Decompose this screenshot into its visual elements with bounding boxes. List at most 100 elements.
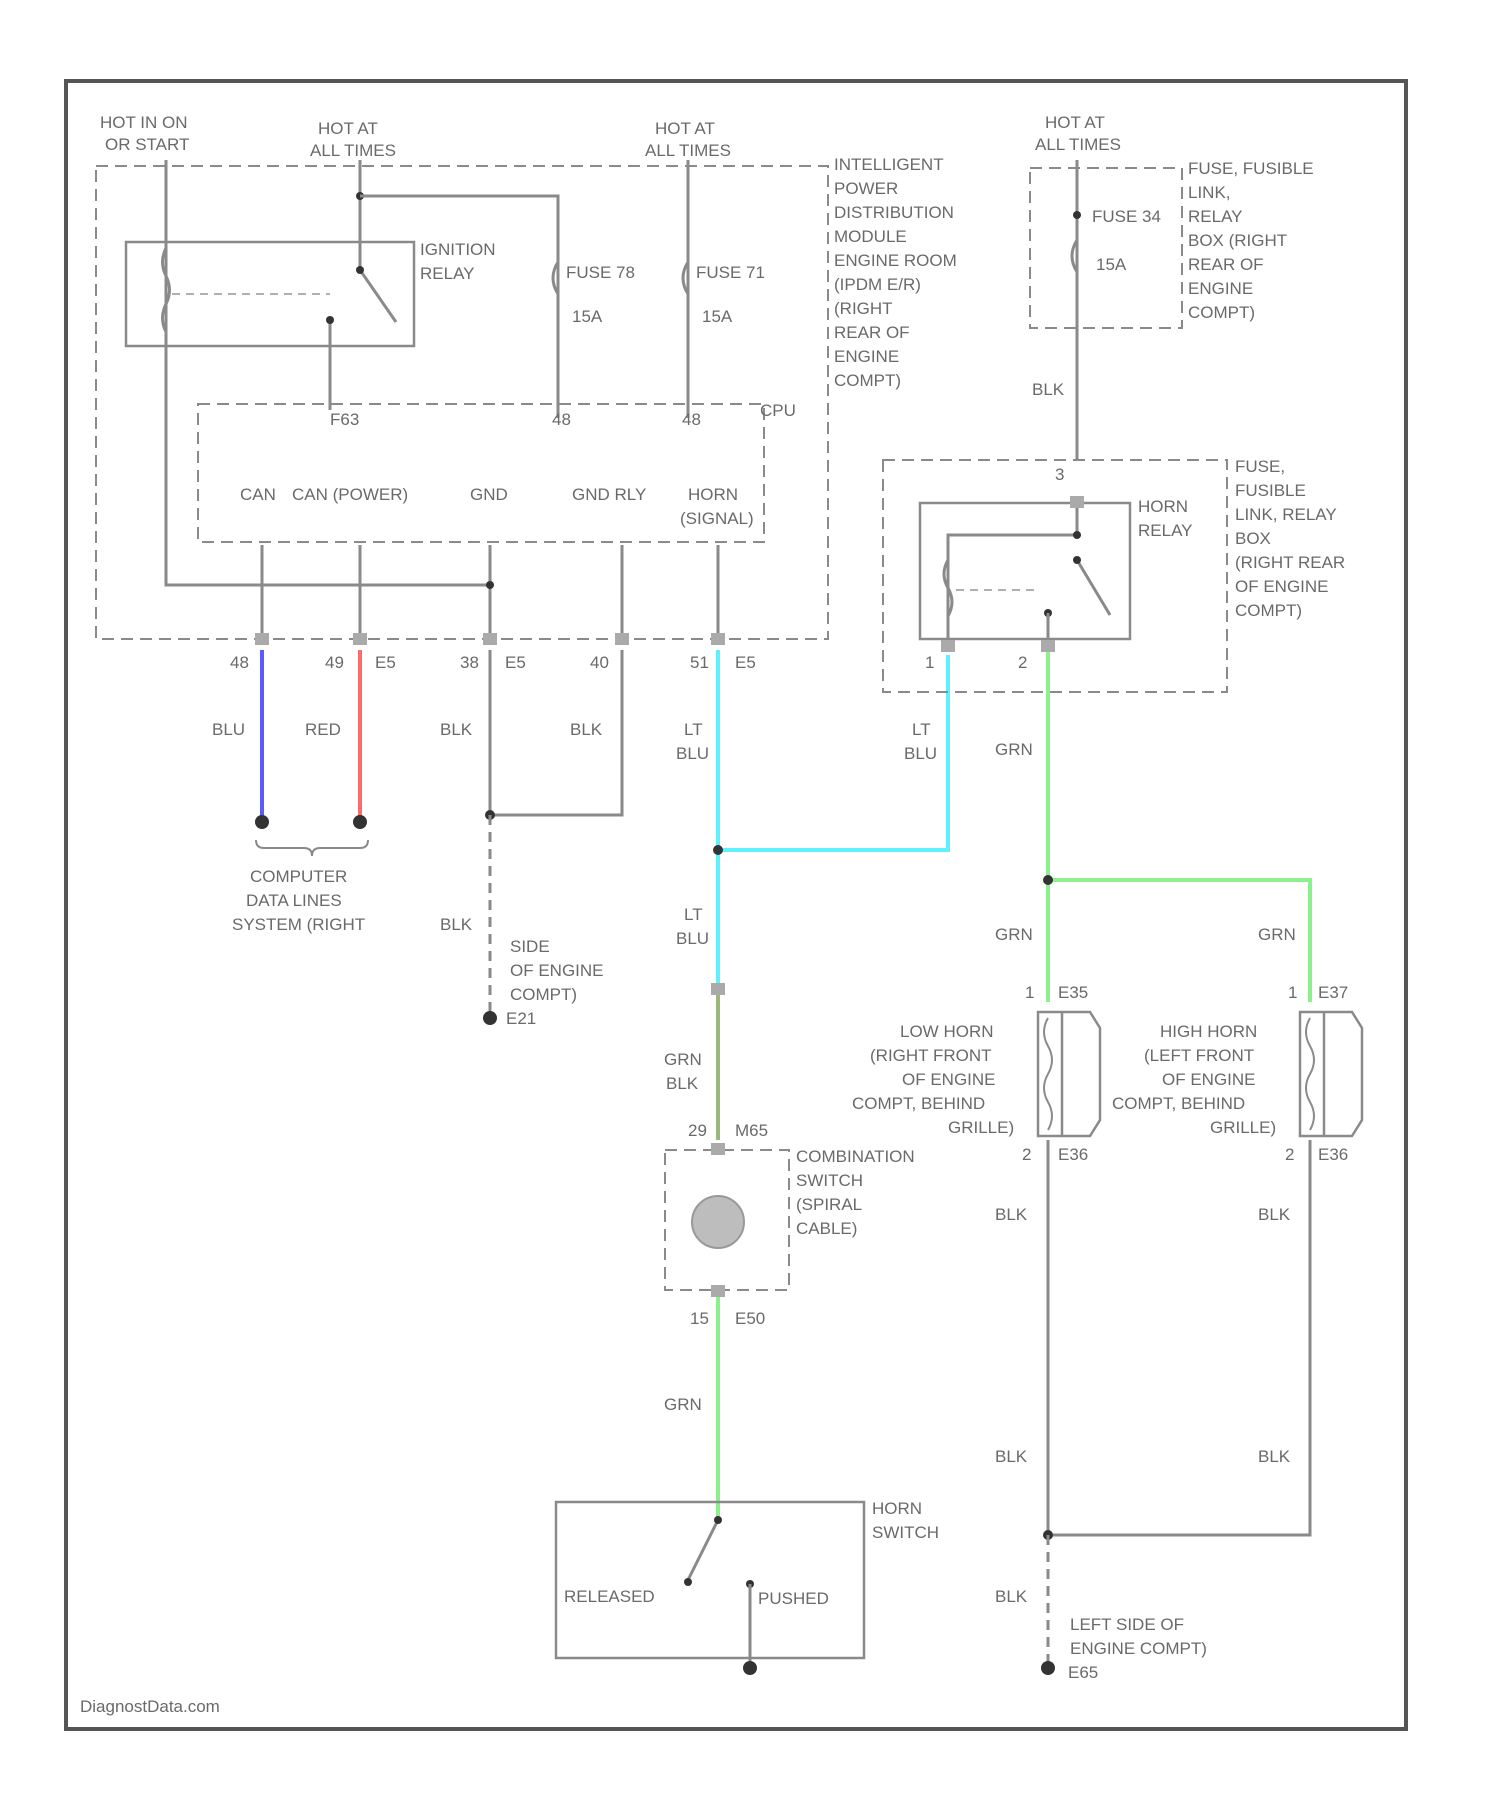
- low-horn-coil-icon: [1044, 1018, 1052, 1130]
- pin-can-power: 49: [325, 653, 344, 672]
- pin-label: 1: [1288, 983, 1297, 1002]
- fuse-box-label: FUSE, FUSIBLE LINK, RELAY BOX (RIGHT REA…: [1188, 159, 1314, 322]
- relay-contact-point: [326, 316, 334, 324]
- svg-text:REAR OF: REAR OF: [1188, 255, 1264, 274]
- ground-e65-label-2: ENGINE COMPT): [1070, 1639, 1207, 1658]
- svg-text:POWER: POWER: [834, 179, 898, 198]
- svg-text:(LEFT FRONT: (LEFT FRONT: [1144, 1046, 1254, 1065]
- wire-label-blk: BLK: [995, 1587, 1028, 1606]
- svg-text:OF ENGINE: OF ENGINE: [1235, 577, 1329, 596]
- computer-data-lines-3: SYSTEM (RIGHT: [232, 915, 365, 934]
- conn-c3: E5: [735, 653, 756, 672]
- ground-e21-label-1: SIDE: [510, 937, 550, 956]
- svg-text:COMPT, BEHIND: COMPT, BEHIND: [852, 1094, 985, 1113]
- horn-relay-label-1: HORN: [1138, 497, 1188, 516]
- svg-text:GRILLE): GRILLE): [1210, 1118, 1276, 1137]
- horn-relay-box-outline: [883, 460, 1227, 692]
- fuse-78-feed: [360, 196, 558, 418]
- high-horn-coil-icon: [1306, 1018, 1314, 1130]
- svg-text:FUSIBLE: FUSIBLE: [1235, 481, 1306, 500]
- wire-label-lt: LT: [912, 720, 931, 739]
- wire-label-blu: BLU: [676, 929, 709, 948]
- low-horn-conn: E35: [1058, 983, 1088, 1002]
- cpu-label: CPU: [760, 401, 796, 420]
- terminal-gnd-rly: GND RLY: [572, 485, 646, 504]
- svg-text:(RIGHT FRONT: (RIGHT FRONT: [870, 1046, 992, 1065]
- wire-label-grn: GRN: [1258, 925, 1296, 944]
- horn-relay-label-2: RELAY: [1138, 521, 1193, 540]
- fuse-34-node: [1073, 211, 1081, 219]
- wire-label-blk: BLK: [995, 1447, 1028, 1466]
- fuse-34-label: FUSE 34: [1092, 207, 1161, 226]
- wire-label-blu: BLU: [904, 744, 937, 763]
- svg-text:LOW HORN: LOW HORN: [900, 1022, 994, 1041]
- terminal-can: CAN: [240, 485, 276, 504]
- svg-text:OF ENGINE: OF ENGINE: [902, 1070, 996, 1089]
- pin-label: 3: [1055, 465, 1064, 484]
- svg-text:LINK,: LINK,: [1188, 183, 1231, 202]
- wire-label-blk: BLK: [570, 720, 603, 739]
- svg-text:ENGINE ROOM: ENGINE ROOM: [834, 251, 957, 270]
- ground-e65-label-1: LEFT SIDE OF: [1070, 1615, 1184, 1634]
- horn-switch-label-2: SWITCH: [872, 1523, 939, 1542]
- pin-label: 1: [925, 653, 934, 672]
- pin-label: 2: [1018, 653, 1027, 672]
- svg-text:(IPDM E/R): (IPDM E/R): [834, 275, 921, 294]
- e50-connector: E50: [735, 1309, 765, 1328]
- relay-pin-1: [941, 640, 955, 652]
- wire-label-blk: BLK: [440, 915, 473, 934]
- hot-all-times-2-label-2: ALL TIMES: [645, 141, 731, 160]
- ignition-relay-label-2: RELAY: [420, 264, 475, 283]
- horn-switch-released: RELEASED: [564, 1587, 655, 1606]
- hot-run-start-label-2: OR START: [105, 135, 189, 154]
- computer-data-lines-1: COMPUTER: [250, 867, 347, 886]
- ground-e65-icon: [1041, 1661, 1055, 1675]
- fuse-71-amps: 15A: [702, 307, 733, 326]
- data-line-terminal: [353, 815, 367, 829]
- wire-label-blk: BLK: [995, 1205, 1028, 1224]
- low-horn-conn-2: E36: [1058, 1145, 1088, 1164]
- fuse-71-label: FUSE 71: [696, 263, 765, 282]
- combination-switch-label-1: COMBINATION: [796, 1147, 915, 1166]
- svg-text:BOX: BOX: [1235, 529, 1271, 548]
- svg-text:(RIGHT: (RIGHT: [834, 299, 893, 318]
- svg-text:MODULE: MODULE: [834, 227, 907, 246]
- wire-label-blu: BLU: [676, 744, 709, 763]
- svg-text:LINK, RELAY: LINK, RELAY: [1235, 505, 1337, 524]
- computer-data-lines-2: DATA LINES: [246, 891, 342, 910]
- svg-text:RELAY: RELAY: [1188, 207, 1243, 226]
- spiral-cable-icon: [692, 1196, 744, 1248]
- ignition-relay-label-1: IGNITION: [420, 240, 496, 259]
- svg-text:BOX (RIGHT: BOX (RIGHT: [1188, 231, 1287, 250]
- fuse-78-label: FUSE 78: [566, 263, 635, 282]
- horn-relay-box: [920, 503, 1130, 639]
- svg-text:FUSE, FUSIBLE: FUSE, FUSIBLE: [1188, 159, 1314, 178]
- splice-connector: [711, 983, 725, 995]
- svg-text:HIGH HORN: HIGH HORN: [1160, 1022, 1257, 1041]
- terminal-gnd: GND: [470, 485, 508, 504]
- wire-label-blk: BLK: [1258, 1205, 1291, 1224]
- relay-pin-top: [1070, 496, 1084, 508]
- conn-c2: E5: [505, 653, 526, 672]
- switch-pin-top: [711, 1143, 725, 1155]
- wire-label-grn: GRN: [995, 925, 1033, 944]
- horn-switch-box: [556, 1502, 864, 1658]
- hot-all-times-3-label-2: ALL TIMES: [1035, 135, 1121, 154]
- ground-e21-label-2: OF ENGINE: [510, 961, 604, 980]
- hot-all-times-1-label-2: ALL TIMES: [310, 141, 396, 160]
- pin-label: 48: [552, 410, 571, 429]
- switch-pin-bottom: [711, 1285, 725, 1297]
- pin-label: F63: [330, 410, 359, 429]
- terminal-horn: HORN: [688, 485, 738, 504]
- svg-text:ENGINE: ENGINE: [834, 347, 899, 366]
- svg-text:COMPT, BEHIND: COMPT, BEHIND: [1112, 1094, 1245, 1113]
- svg-text:FUSE,: FUSE,: [1235, 457, 1285, 476]
- pin-label: 48: [682, 410, 701, 429]
- pin-label: 2: [1022, 1145, 1031, 1164]
- horn-relay-box-label: FUSE, FUSIBLE LINK, RELAY BOX (RIGHT REA…: [1235, 457, 1345, 620]
- horn-relay-contact-icon: [1077, 560, 1110, 615]
- svg-text:OF ENGINE: OF ENGINE: [1162, 1070, 1256, 1089]
- horn-switch-ground-icon: [743, 1661, 757, 1675]
- grn-junction: [1043, 875, 1053, 885]
